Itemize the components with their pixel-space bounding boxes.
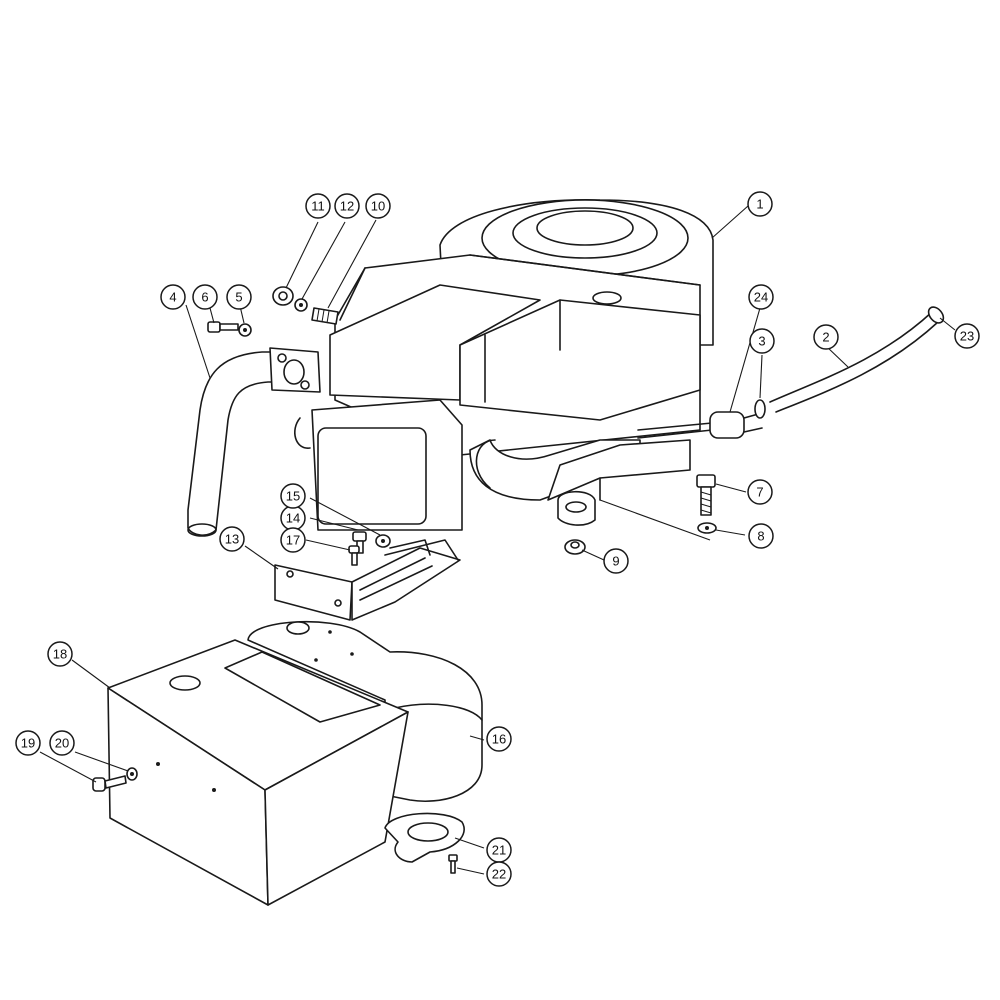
callout-7: 7 [747, 479, 773, 505]
callout-23: 23 [954, 323, 980, 349]
callout-8: 8 [748, 523, 774, 549]
fuel-filter [709, 411, 763, 439]
callout-label: 18 [53, 647, 67, 662]
callout-18: 18 [47, 641, 73, 667]
exhaust-flange [269, 347, 321, 393]
mounting-bolt [696, 474, 716, 516]
muffler-bracket [274, 539, 461, 621]
callout-20: 20 [49, 730, 75, 756]
callout-label: 17 [286, 533, 300, 548]
callout-label: 11 [311, 199, 325, 214]
callout-1: 1 [747, 191, 773, 217]
base-nut [564, 539, 586, 555]
callout-label: 20 [55, 736, 69, 751]
callout-label: 16 [492, 732, 506, 747]
callout-label: 1 [756, 197, 763, 212]
callout-14: 14 [280, 505, 306, 531]
bracket-screw-small [348, 545, 360, 566]
callout-6: 6 [192, 284, 218, 310]
callout-9: 9 [603, 548, 629, 574]
stud-nut [272, 286, 294, 306]
muffler [247, 620, 483, 803]
callout-label: 23 [960, 329, 974, 344]
callout-label: 13 [225, 532, 239, 547]
callout-11: 11 [305, 193, 331, 219]
callout-label: 22 [492, 867, 506, 882]
exhaust-pipe [187, 351, 301, 537]
callout-19: 19 [15, 730, 41, 756]
callout-16: 16 [486, 726, 512, 752]
callout-15: 15 [280, 483, 306, 509]
leader-lines [39, 205, 956, 875]
callout-12: 12 [334, 193, 360, 219]
callout-label: 14 [286, 511, 300, 526]
bracket-screw [352, 531, 367, 554]
exhaust-deflector [384, 812, 465, 863]
callout-5: 5 [226, 284, 252, 310]
shield-screw [92, 775, 127, 792]
callout-label: 15 [286, 489, 300, 504]
callout-17: 17 [280, 527, 306, 553]
callout-label: 21 [492, 843, 506, 858]
bracket-washer [375, 534, 391, 548]
flange-bolt [207, 321, 239, 333]
callout-4: 4 [160, 284, 186, 310]
hose-clamp-lower [754, 399, 766, 419]
engine-assembly [294, 199, 714, 531]
callout-label: 10 [371, 199, 385, 214]
callout-label: 24 [754, 290, 768, 305]
callout-label: 19 [21, 736, 35, 751]
callout-label: 12 [340, 199, 354, 214]
callout-label: 8 [757, 529, 764, 544]
callout-24: 24 [748, 284, 774, 310]
callout-label: 3 [758, 334, 765, 349]
callout-13: 13 [219, 526, 245, 552]
callout-2: 2 [813, 324, 839, 350]
flange-washer [238, 323, 252, 337]
fuel-line [769, 311, 939, 413]
callout-label: 6 [201, 290, 208, 305]
hose-clamp-upper [927, 306, 945, 324]
exhaust-stud [311, 307, 339, 325]
callout-22: 22 [486, 861, 512, 887]
callout-21: 21 [486, 837, 512, 863]
shield-washer [126, 767, 138, 781]
mounting-washer [697, 522, 717, 534]
callout-3: 3 [749, 328, 775, 354]
callout-10: 10 [365, 193, 391, 219]
callout-label: 9 [612, 554, 619, 569]
callout-label: 7 [756, 485, 763, 500]
callout-label: 5 [235, 290, 242, 305]
callout-label: 2 [822, 330, 829, 345]
callout-label: 4 [169, 290, 176, 305]
heat-shield [107, 639, 409, 906]
deflector-screw [448, 854, 458, 874]
stud-washer [294, 298, 308, 312]
